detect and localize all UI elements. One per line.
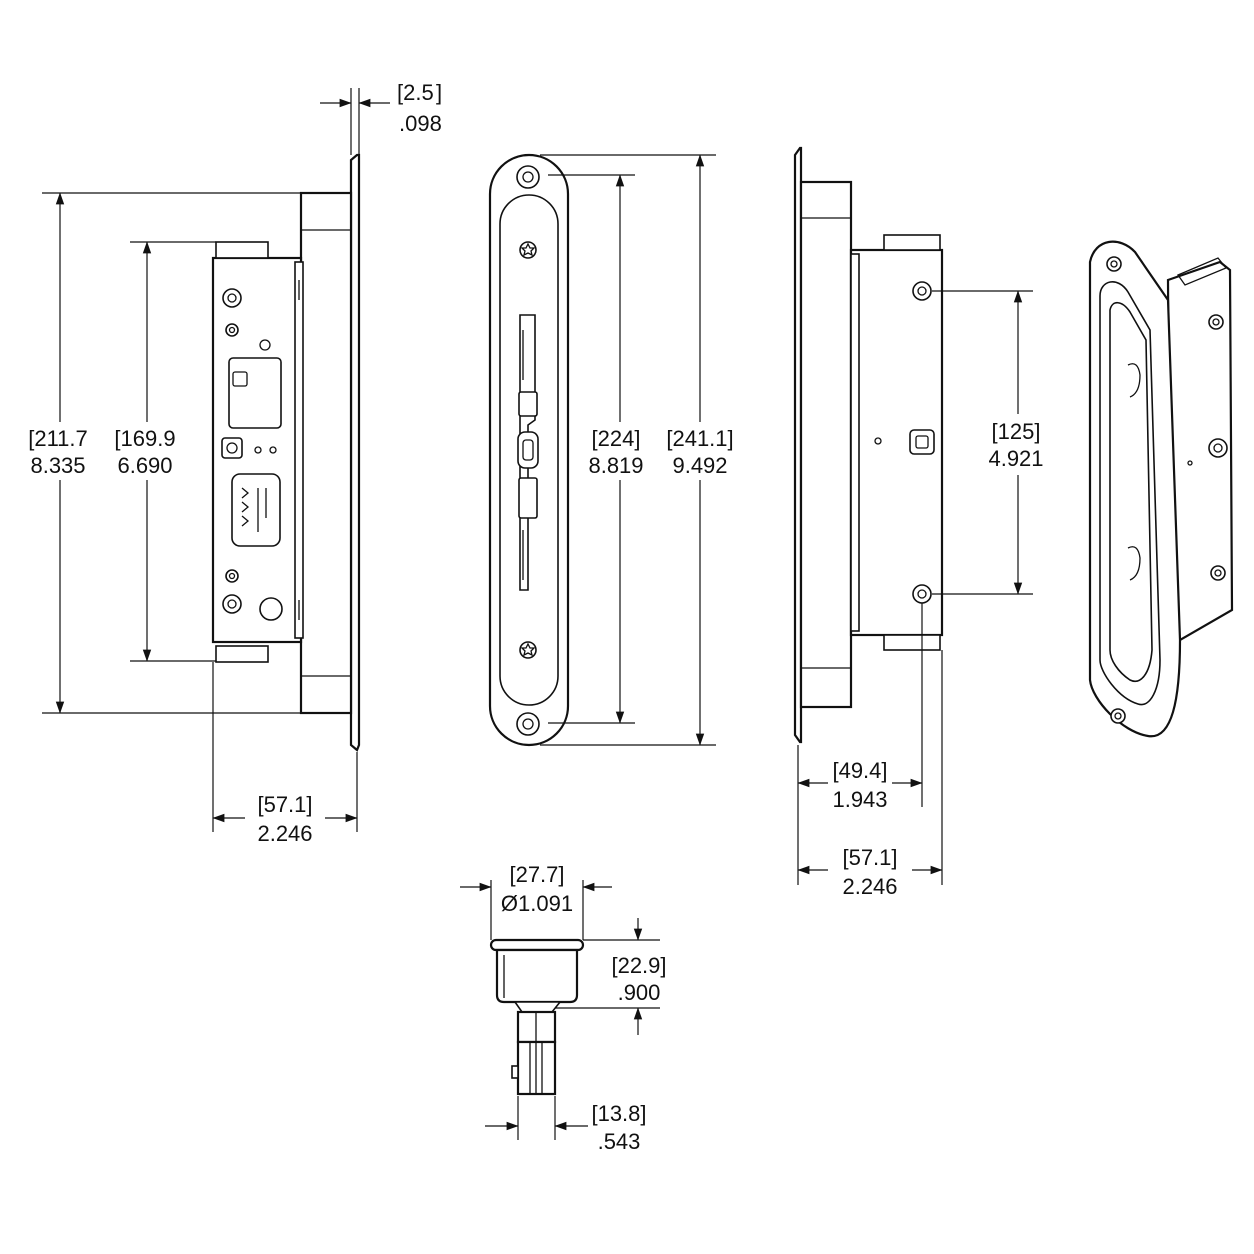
dim-front-inner-height-metric: [224] (592, 426, 641, 451)
dim-cylinder-diameter-metric: [27.7] (509, 862, 564, 887)
dim-right-depth-metric: [57.1] (842, 845, 897, 870)
dim-cylinder-height-imperial: .900 (618, 980, 661, 1005)
dim-flange-thickness-imperial: .098 (399, 111, 442, 136)
dim-side-inner-height-imperial: 6.690 (117, 453, 172, 478)
dim-right-hole-depth-metric: [49.4] (832, 758, 887, 783)
dim-front-overall-height-imperial: 9.492 (672, 453, 727, 478)
dim-cylinder-tail-width-metric: [13.8] (591, 1101, 646, 1126)
dim-right-hole-depth-imperial: 1.943 (832, 787, 887, 812)
side-view-right: [125] 4.921 [49.4] 1.943 [57.1] 2.246 (793, 146, 1044, 899)
front-view: [224] 8.819 [241.1] 9.492 (488, 153, 734, 747)
dim-right-hole-spacing-metric: [125] (992, 419, 1041, 444)
dim-side-overall-height-imperial: 8.335 (30, 453, 85, 478)
dim-side-inner-height-metric: [169.9 (114, 426, 175, 451)
svg-text:]: ] (436, 80, 442, 105)
dim-cylinder-height-metric: [22.9] (611, 953, 666, 978)
dim-front-inner-height-imperial: 8.819 (588, 453, 643, 478)
dim-side-depth-metric: [57.1] (257, 792, 312, 817)
dim-side-overall-height-metric: [211.7 (28, 426, 88, 451)
dim-right-hole-spacing-imperial: 4.921 (988, 446, 1043, 471)
cylinder-view: [27.7] Ø1.091 [22.9] .900 [13.8] .543 (460, 862, 667, 1154)
isometric-view (1088, 240, 1234, 738)
dim-cylinder-tail-width-imperial: .543 (598, 1129, 641, 1154)
dim-flange-thickness-metric: [2.5 (397, 80, 434, 105)
dim-right-depth-imperial: 2.246 (842, 874, 897, 899)
dim-cylinder-diameter-imperial: Ø1.091 (501, 891, 573, 916)
side-view-left: [211.7 8.335 [169.9 6.690 [2.5 .098 ] [5… (28, 80, 442, 846)
dim-side-depth-imperial: 2.246 (257, 821, 312, 846)
dim-front-overall-height-metric: [241.1] (666, 426, 733, 451)
